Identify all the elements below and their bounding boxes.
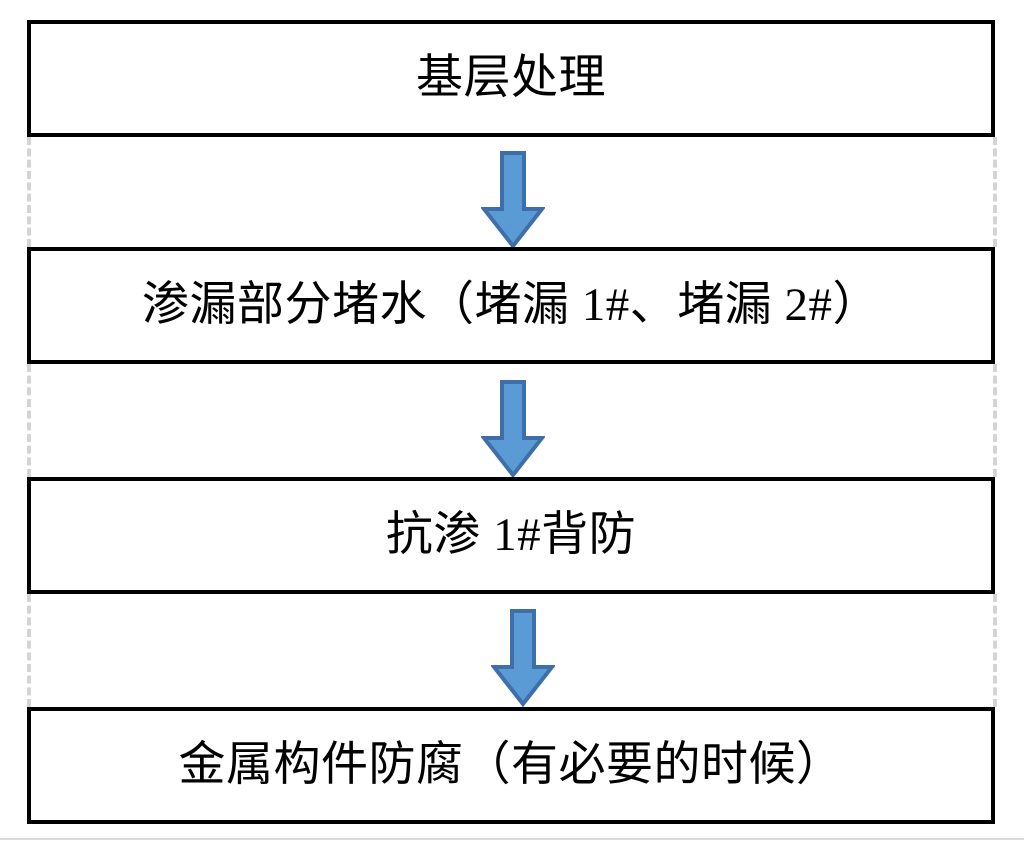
flow-node-metal-anticorrosion[interactable]: 金属构件防腐（有必要的时候） xyxy=(27,707,995,824)
rail-left-segment-3 xyxy=(27,594,31,707)
flow-node-label: 抗渗 1#背防 xyxy=(385,508,637,561)
rail-right-segment-1 xyxy=(993,137,997,247)
arrow-down-icon-1 xyxy=(481,151,545,249)
flow-node-leak-plugging[interactable]: 渗漏部分堵水（堵漏 1#、堵漏 2#） xyxy=(27,247,995,364)
rail-left-segment-2 xyxy=(27,364,31,477)
flow-node-base-treatment[interactable]: 基层处理 xyxy=(27,20,995,137)
arrow-down-icon-3 xyxy=(491,609,555,707)
flow-node-impermeable-backing[interactable]: 抗渗 1#背防 xyxy=(27,477,995,594)
page-bottom-rule xyxy=(0,838,1024,840)
flow-node-label: 渗漏部分堵水（堵漏 1#、堵漏 2#） xyxy=(142,278,880,331)
flow-node-label: 金属构件防腐（有必要的时候） xyxy=(178,738,844,791)
rail-right-segment-3 xyxy=(993,594,997,707)
flow-node-label: 基层处理 xyxy=(416,51,606,104)
arrow-down-icon-2 xyxy=(481,380,545,478)
rail-left-segment-1 xyxy=(27,137,31,247)
rail-right-segment-2 xyxy=(993,364,997,477)
